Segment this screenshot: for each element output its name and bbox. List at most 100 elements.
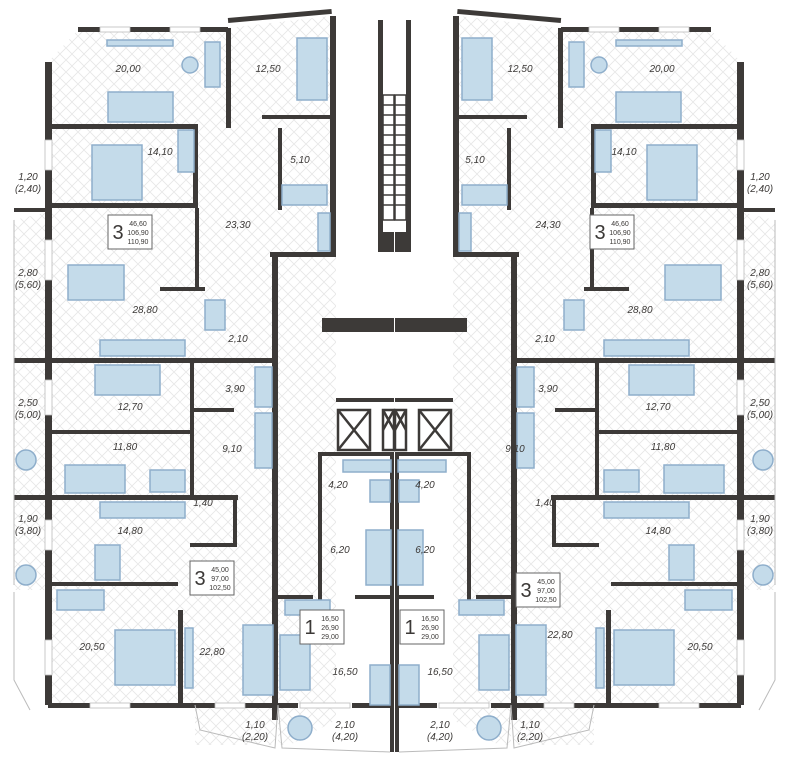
badge-frame [299,609,345,645]
balcony-area-coef-label: (4,20) [332,732,358,743]
room-area-label: 3,90 [538,384,558,395]
room-area-label: 20,00 [114,64,140,75]
total-area: 97,00 [211,576,229,583]
balcony-area-label: 1,20 [750,172,770,183]
room-area-label: 14,10 [147,147,172,158]
balcony-area-label: 2,10 [429,720,450,731]
balcony-area-label: 1,10 [520,720,540,731]
living-area: 16,50 [421,616,439,623]
room-count: 1 [404,617,415,639]
room-area-label: 6,20 [415,545,435,556]
room-count: 3 [112,222,123,244]
total-area-with-balcony: 29,00 [421,634,439,641]
room-area-label: 11,80 [113,442,138,453]
balcony-area-coef-label: (2,20) [242,732,268,743]
total-area-with-balcony: 102,50 [535,597,557,604]
living-area: 45,00 [211,567,229,574]
balcony-area-label: 1,90 [750,514,770,525]
left-wing [12,7,396,754]
balcony-area-coef-label: (2,20) [517,732,543,743]
balcony-area-coef-label: (5,00) [15,410,41,421]
badge-frame [399,609,445,645]
badge-frame [189,560,235,596]
apartment-badge[interactable]: 3 45,00 97,00 102,50 [189,560,235,596]
room-area-label: 12,70 [645,402,670,413]
room-area-label: 1,40 [535,498,555,509]
balcony-area-label: 2,80 [749,268,770,279]
badge-frame [515,572,561,608]
balcony-area-label: 2,50 [749,398,770,409]
balcony-area-label: 1,20 [18,172,38,183]
room-area-label: 28,80 [626,305,652,316]
room-count: 3 [520,580,531,602]
balcony-area-label: 2,10 [334,720,355,731]
room-area-label: 11,80 [651,442,676,453]
balcony-area-coef-label: (5,60) [15,280,41,291]
total-area: 26,90 [421,625,439,632]
living-area: 46,60 [129,221,147,228]
balcony-area-coef-label: (3,80) [747,526,773,537]
total-area: 26,90 [321,625,339,632]
balcony-area-coef-label: (3,80) [15,526,41,537]
room-area-label: 16,50 [332,667,357,678]
living-area: 45,00 [537,579,555,586]
right-wing [393,7,777,754]
balcony-area-label: 2,80 [17,268,38,279]
room-area-label: 3,90 [225,384,245,395]
room-area-label: 23,30 [224,220,250,231]
room-area-label: 12,50 [507,64,532,75]
badge-frame [107,214,153,250]
balcony-area-coef-label: (4,20) [427,732,453,743]
badge-frame [589,214,635,250]
total-area-with-balcony: 110,90 [128,239,149,246]
total-area: 106,90 [127,230,149,237]
room-area-label: 14,80 [645,526,670,537]
balcony-area-label: 1,10 [245,720,265,731]
living-area: 46,60 [611,221,629,228]
room-area-label: 14,10 [611,147,636,158]
balcony-area-coef-label: (5,00) [747,410,773,421]
room-area-label: 2,10 [534,334,555,345]
total-area: 97,00 [537,588,555,595]
room-area-label: 14,80 [117,526,142,537]
room-area-label: 5,10 [290,155,310,166]
balcony-area-coef-label: (2,40) [15,184,41,195]
room-area-label: 6,20 [330,545,350,556]
room-area-label: 9,10 [505,444,525,455]
room-area-label: 20,50 [686,642,712,653]
balcony-area-coef-label: (5,60) [747,280,773,291]
room-area-label: 5,10 [465,155,485,166]
room-area-label: 22,80 [546,630,572,641]
total-area-with-balcony: 110,90 [610,239,631,246]
room-area-label: 24,30 [534,220,560,231]
room-area-label: 12,50 [255,64,280,75]
apartment-badge[interactable]: 1 16,50 26,90 29,00 [299,609,345,645]
total-area-with-balcony: 29,00 [321,634,339,641]
total-area-with-balcony: 102,50 [209,585,231,592]
room-area-label: 20,00 [648,64,674,75]
room-area-label: 16,50 [427,667,452,678]
apartment-badge[interactable]: 3 45,00 97,00 102,50 [515,572,561,608]
room-area-label: 4,20 [328,480,348,491]
room-area-label: 12,70 [117,402,142,413]
living-area: 16,50 [321,616,339,623]
room-area-label: 20,50 [78,642,104,653]
room-count: 1 [304,617,315,639]
balcony-area-label: 1,90 [18,514,38,525]
room-area-label: 28,80 [131,305,157,316]
room-area-label: 2,10 [227,334,248,345]
room-area-label: 1,40 [193,498,213,509]
room-count: 3 [594,222,605,244]
balcony-area-coef-label: (2,40) [747,184,773,195]
apartment-badge[interactable]: 3 46,60 106,90 110,90 [107,214,153,250]
room-area-label: 22,80 [198,647,224,658]
room-count: 3 [194,568,205,590]
apartment-badge[interactable]: 1 16,50 26,90 29,00 [399,609,445,645]
room-area-label: 9,10 [222,444,242,455]
balcony-area-label: 2,50 [17,398,38,409]
room-area-label: 4,20 [415,480,435,491]
